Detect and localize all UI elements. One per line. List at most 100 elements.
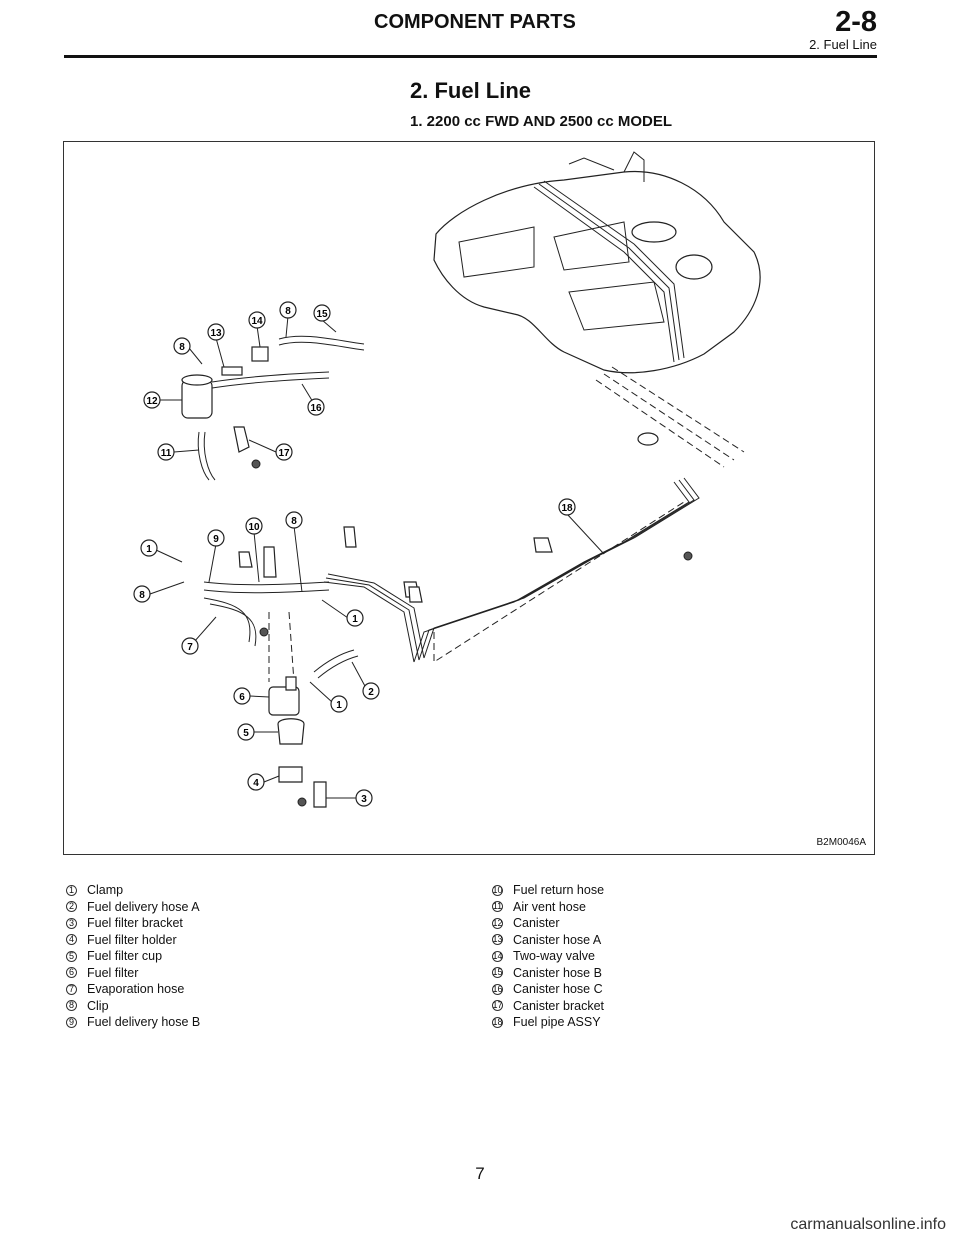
legend-number: 5 [64, 949, 79, 964]
diagram-drawing: 15 8 14 13 8 12 16 [133, 151, 761, 808]
legend-label: Clamp [87, 883, 124, 898]
header-section-number: 2-8 [835, 6, 877, 38]
callout-12: 12 [143, 391, 182, 409]
legend-number: 15 [490, 965, 505, 980]
svg-text:8: 8 [139, 590, 145, 601]
legend-item: 14 Two-way valve [490, 948, 604, 965]
callout-5: 5 [237, 723, 278, 741]
legend-number: 7 [64, 982, 79, 997]
legend-number: 11 [490, 899, 505, 914]
callout-15: 15 [313, 304, 337, 333]
legend-item: 13 Canister hose A [490, 932, 604, 949]
callout-1: 1 [140, 539, 183, 563]
legend-item: 2 Fuel delivery hose A [64, 899, 200, 916]
legend-number: 3 [64, 916, 79, 931]
clip-part [533, 537, 553, 553]
callout-1c: 1 [309, 681, 348, 713]
svg-text:16: 16 [310, 403, 322, 414]
legend-label: Canister hose C [513, 982, 603, 997]
callout-3: 3 [326, 789, 373, 807]
header-title: COMPONENT PARTS [374, 11, 576, 33]
legend-item: 6 Fuel filter [64, 965, 200, 982]
hose-group [203, 526, 420, 647]
svg-text:14: 14 [251, 316, 263, 327]
page-title: 2. Fuel Line [410, 78, 532, 103]
callout-8: 8 [279, 301, 297, 338]
legend-item: 5 Fuel filter cup [64, 948, 200, 965]
grommet [637, 432, 659, 446]
svg-text:17: 17 [278, 448, 290, 459]
page-number: 7 [475, 1164, 485, 1183]
figure-code: B2M0046A [816, 837, 866, 848]
fuel-pipe-assy [323, 477, 700, 663]
svg-text:13: 13 [210, 328, 222, 339]
callout-9: 9 [207, 529, 225, 583]
legend-item: 7 Evaporation hose [64, 981, 200, 998]
svg-text:9: 9 [213, 534, 219, 545]
svg-text:7: 7 [187, 642, 193, 653]
legend-label: Canister hose A [513, 932, 602, 947]
legend-number: 9 [64, 1015, 79, 1030]
legend-label: Fuel delivery hose A [87, 899, 200, 914]
legend-label: Fuel filter [87, 965, 139, 980]
page-header: COMPONENT PARTS 2-8 2. Fuel Line [64, 0, 877, 58]
svg-text:6: 6 [239, 692, 245, 703]
legend-item: 15 Canister hose B [490, 965, 604, 982]
header-rule [64, 55, 877, 58]
fuel-tank [433, 151, 761, 374]
legend-item: 1 Clamp [64, 882, 200, 899]
callout-1b: 1 [321, 599, 364, 627]
fuel-filter-group [268, 611, 359, 808]
watermark-link[interactable]: carmanualsonline.info [790, 1216, 946, 1233]
callout-18: 18 [558, 498, 605, 555]
bolt [683, 551, 693, 561]
svg-text:18: 18 [561, 503, 573, 514]
callout-8c: 8 [285, 511, 303, 593]
header-subtitle: 2. Fuel Line [809, 37, 877, 52]
callout-8b: 8 [173, 337, 203, 365]
legend-item: 3 Fuel filter bracket [64, 915, 200, 932]
svg-text:1: 1 [146, 544, 152, 555]
legend-number: 14 [490, 949, 505, 964]
svg-text:8: 8 [285, 306, 291, 317]
legend-number: 12 [490, 916, 505, 931]
svg-text:11: 11 [161, 448, 172, 459]
callout-10: 10 [245, 517, 263, 583]
bracket-part [408, 586, 423, 603]
legend-label: Air vent hose [513, 899, 586, 914]
legend-label: Fuel filter bracket [87, 916, 183, 931]
legend-item: 11 Air vent hose [490, 899, 604, 916]
legend-number: 17 [490, 998, 505, 1013]
legend-label: Evaporation hose [87, 982, 185, 997]
fuel-line-diagram: 15 8 14 13 8 12 16 [63, 141, 875, 855]
legend-number: 10 [490, 883, 505, 898]
legend-number: 8 [64, 998, 79, 1013]
callout-14: 14 [248, 311, 266, 348]
svg-text:8: 8 [179, 342, 185, 353]
legend-number: 18 [490, 1015, 505, 1030]
legend-label: Two-way valve [513, 949, 595, 964]
legend-label: Canister hose B [513, 965, 602, 980]
svg-text:1: 1 [336, 700, 342, 711]
legend-number: 1 [64, 883, 79, 898]
legend-label: Canister [513, 916, 560, 931]
svg-text:10: 10 [248, 522, 260, 533]
callout-11: 11 [157, 443, 200, 461]
callout-2: 2 [351, 661, 380, 700]
legend-label: Fuel filter cup [87, 949, 163, 964]
legend-item: 12 Canister [490, 915, 604, 932]
section-subtitle: 1. 2200 cc FWD AND 2500 cc MODEL [410, 113, 673, 130]
legend-number: 2 [64, 899, 79, 914]
callout-16: 16 [301, 383, 325, 416]
legend-number: 13 [490, 932, 505, 947]
legend-number: 6 [64, 965, 79, 980]
callout-4: 4 [247, 773, 280, 791]
